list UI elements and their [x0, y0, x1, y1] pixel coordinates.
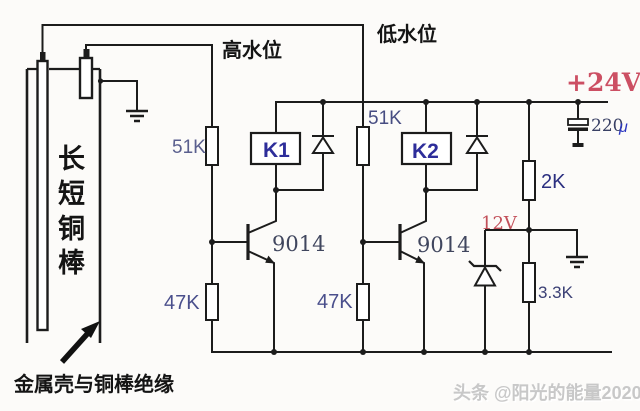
label-transistor-q2: 9014 — [417, 233, 470, 257]
label-transistor-q1: 9014 — [272, 232, 325, 256]
resistor-r6-3k3 — [522, 262, 536, 303]
label-electrode-char: 短 — [58, 179, 85, 209]
label-low-water: 低水位 — [376, 22, 437, 46]
capacitor-terminal — [572, 143, 584, 147]
label-zener-voltage: 12V — [481, 213, 518, 234]
ground-icon — [126, 109, 148, 123]
label-resistor-r4: 47K — [317, 291, 353, 313]
junction-dot — [97, 78, 104, 84]
diode-d1-icon — [311, 135, 335, 154]
label-resistor-r1: 51K — [172, 137, 206, 158]
label-resistor-r5: 2K — [541, 171, 566, 193]
resistor-r2-47k — [205, 283, 219, 321]
label-relay-k1: K1 — [263, 139, 290, 162]
label-resistor-r3: 51K — [368, 108, 402, 129]
watermark: 头条 @阳光的能量2020 — [453, 382, 640, 403]
label-capacitor-unit: μ — [618, 119, 628, 136]
wire-ground-rail — [211, 320, 612, 353]
label-supply-voltage: +24V — [566, 68, 640, 97]
q2-emitter-arrow-icon — [415, 255, 425, 264]
label-capacitor-value: 220 — [591, 116, 623, 136]
wire-shell-ground — [100, 80, 138, 111]
insulation-arrow-head — [81, 321, 100, 338]
resistor-r5-2k — [522, 160, 536, 201]
wire-high-water-level — [85, 44, 213, 127]
wire-k1-to-q1-collector — [247, 164, 277, 234]
wire-24v-rail — [275, 101, 608, 133]
ground-icon-right — [566, 255, 588, 269]
label-high-water: 高水位 — [222, 38, 282, 62]
insulation-arrow-shaft — [59, 330, 92, 364]
label-electrode-char: 长 — [58, 144, 86, 174]
electrode-long-rod — [36, 59, 49, 332]
label-relay-k2: K2 — [412, 140, 439, 163]
resistor-r4-47k — [356, 283, 370, 321]
label-resistor-r2: 47K — [164, 292, 200, 314]
capacitor-plate-bottom — [568, 127, 588, 131]
resistor-r1-51k — [205, 126, 219, 166]
wire-12v-node — [485, 229, 578, 257]
electrode-short-rod — [78, 56, 94, 100]
junction-dots — [209, 99, 581, 355]
label-resistor-r6: 3.3K — [538, 283, 574, 302]
wire-q2-emitter — [399, 250, 425, 352]
wire-q1-emitter — [247, 250, 275, 352]
short-rod-cap — [83, 49, 90, 59]
resistor-r3-51k — [356, 126, 370, 166]
wire-low-water-level — [41, 24, 364, 127]
capacitor-plate-top — [567, 118, 589, 126]
label-electrode-char: 棒 — [58, 248, 86, 278]
watermark-shadow: 头条 @阳光的能量2020 — [455, 384, 640, 405]
diode-d2-icon — [465, 135, 489, 154]
label-insulation-note: 金属壳与铜棒绝缘 — [13, 372, 174, 396]
wire-k2-to-q2-collector — [399, 164, 427, 234]
zener-diode-icon — [473, 265, 497, 287]
label-electrode-char: 铜 — [58, 214, 85, 244]
q1-emitter-arrow-icon — [265, 255, 275, 264]
long-rod-cap — [40, 52, 46, 62]
